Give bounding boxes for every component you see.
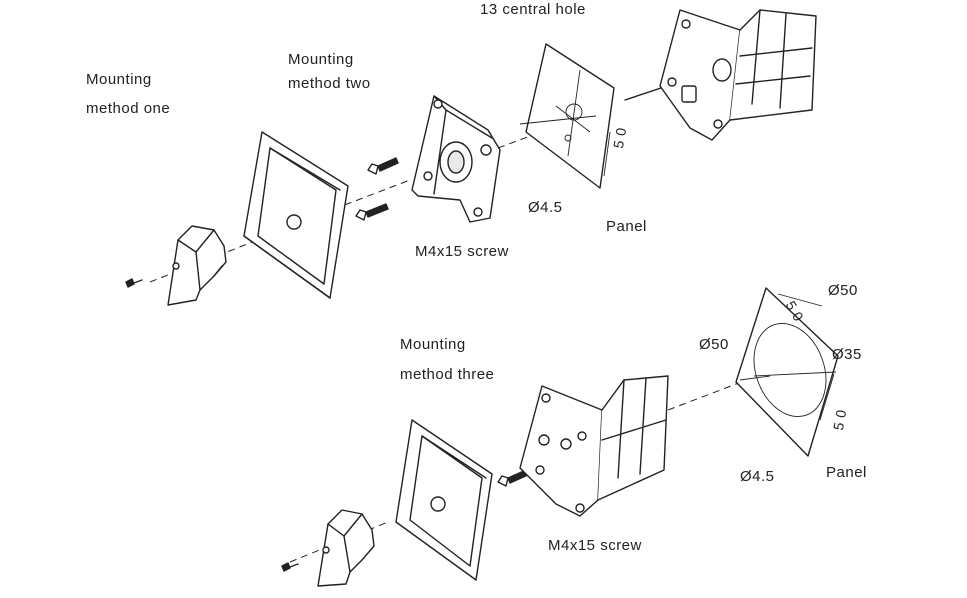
label-dia50-right: Ø50 — [828, 282, 858, 299]
front-plate-icon — [243, 131, 349, 299]
small-screw-icon — [125, 278, 143, 288]
label-panel-top: Panel — [606, 218, 647, 235]
panel-icon — [735, 287, 839, 457]
label-panel-bottom: Panel — [826, 464, 867, 481]
knob-icon — [317, 509, 375, 587]
label-method-three-line2: method three — [400, 366, 495, 383]
label-dia35: Ø35 — [832, 346, 862, 363]
label-method-two-line2: method two — [288, 75, 371, 92]
front-plate-icon — [395, 419, 493, 581]
knob-icon — [167, 225, 227, 306]
switch-body-icon — [519, 375, 669, 517]
label-dia50-left: Ø50 — [699, 336, 729, 353]
label-method-one-line1: Mounting — [86, 71, 152, 88]
label-hole-bottom: Ø4.5 — [740, 468, 775, 485]
label-dim50-top: 5 0 — [609, 126, 630, 150]
label-method-one-line2: method one — [86, 100, 171, 117]
screw-icon — [355, 157, 399, 221]
mounting-flange-icon — [411, 95, 501, 223]
label-screw-top: M4x15 screw — [415, 243, 509, 260]
switch-body-icon — [659, 9, 817, 141]
label-method-three-line1: Mounting — [400, 336, 466, 353]
panel-icon — [519, 43, 615, 189]
label-dim50-b: 5 0 — [829, 408, 850, 432]
small-screw-icon — [281, 562, 299, 572]
label-screw-bottom: M4x15 screw — [548, 537, 642, 554]
label-hole-top: Ø4.5 — [528, 199, 563, 216]
label-central-hole: 13 central hole — [480, 1, 586, 18]
label-method-two-line1: Mounting — [288, 51, 354, 68]
